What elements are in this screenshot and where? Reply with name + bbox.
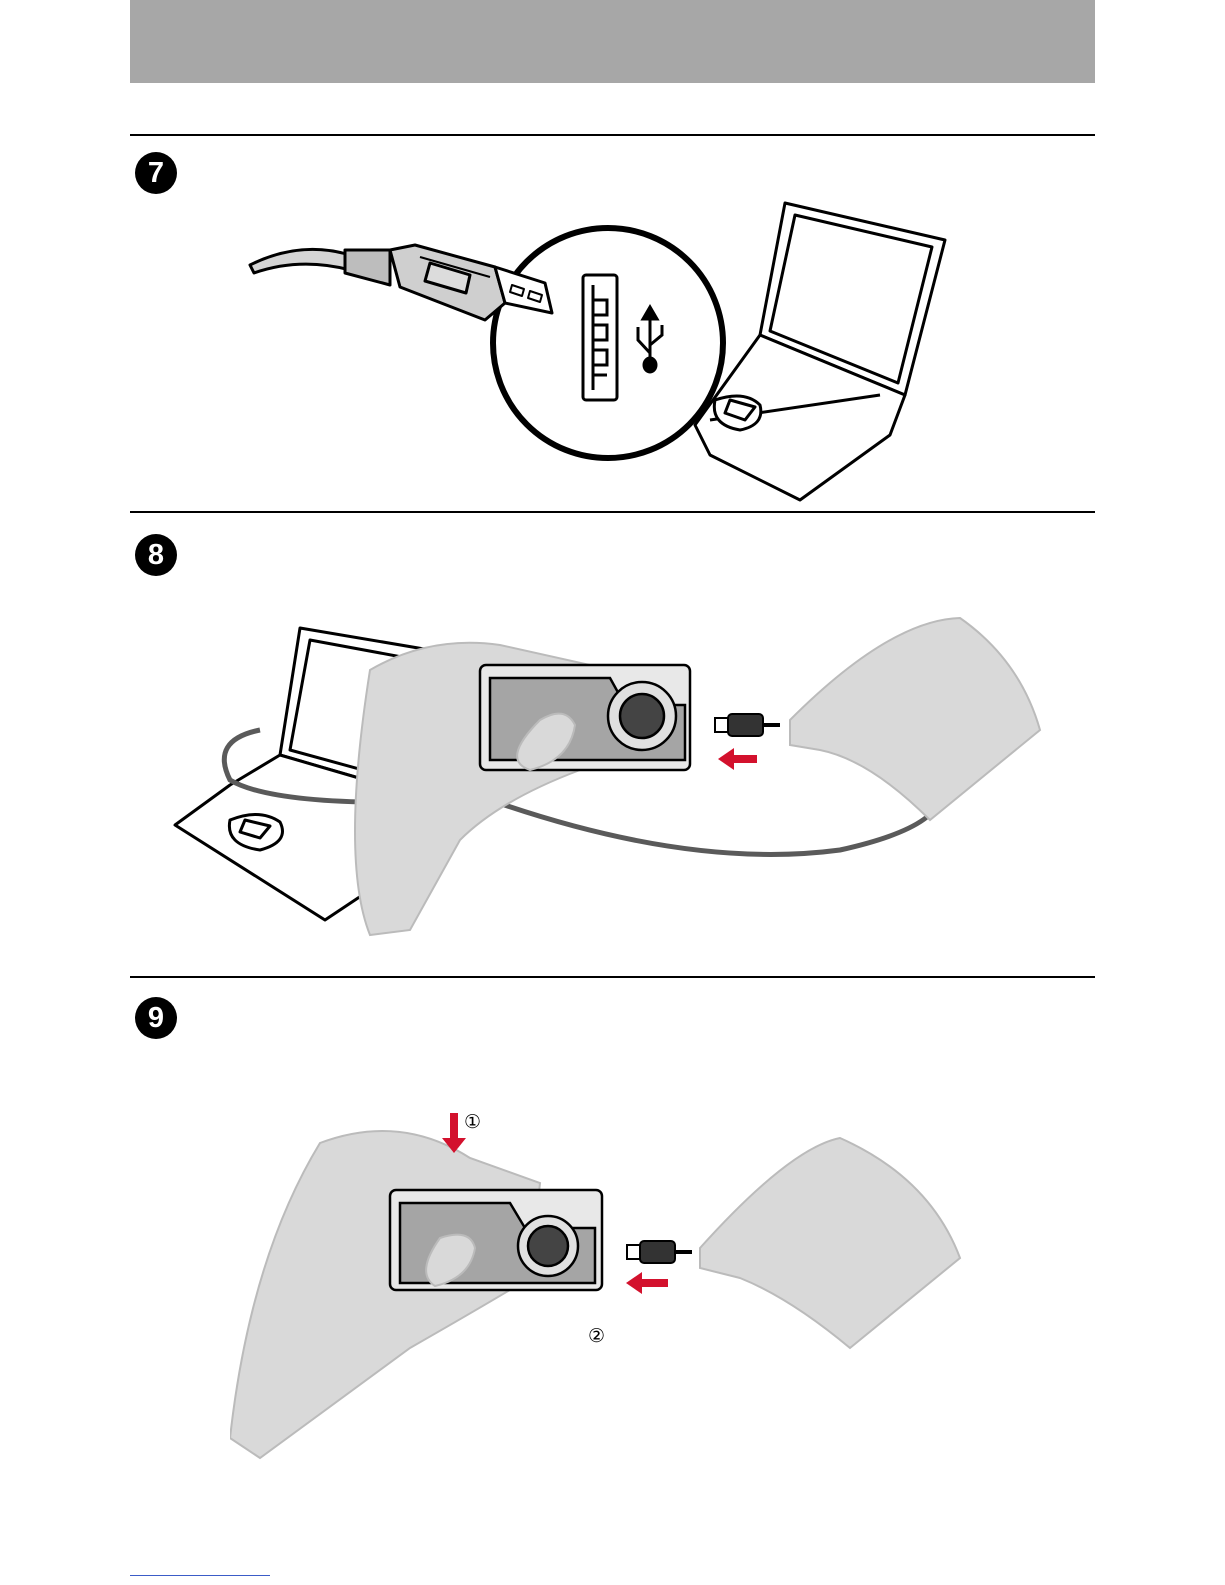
- left-hand-icon: [230, 1131, 540, 1458]
- mini-usb-plug-icon: [715, 714, 780, 736]
- step-number-badge: 9: [135, 997, 177, 1039]
- camera-icon: [390, 1190, 602, 1290]
- right-hand-icon: [700, 1138, 960, 1348]
- insert-arrow-icon: [626, 1272, 668, 1294]
- mini-usb-plug-icon: [627, 1241, 692, 1263]
- section-divider: [130, 134, 1095, 136]
- power-and-connect-illustration: [230, 1108, 970, 1460]
- section-divider: [130, 511, 1095, 513]
- right-hand-icon: [790, 618, 1040, 820]
- magnifier-circle: [493, 228, 723, 458]
- section-divider: [130, 976, 1095, 978]
- camera-icon: [480, 665, 690, 770]
- footer-link-underline: [130, 1575, 270, 1576]
- step-number-badge: 7: [135, 152, 177, 194]
- step-number-badge: 8: [135, 534, 177, 576]
- laptop-icon: [695, 203, 945, 500]
- callout-2: ②: [588, 1325, 605, 1347]
- header-bar: [130, 0, 1095, 83]
- callout-1: ①: [464, 1111, 481, 1133]
- insert-arrow-icon: [718, 748, 757, 770]
- connect-camera-illustration: [170, 610, 1050, 940]
- usb-to-laptop-illustration: [240, 195, 960, 505]
